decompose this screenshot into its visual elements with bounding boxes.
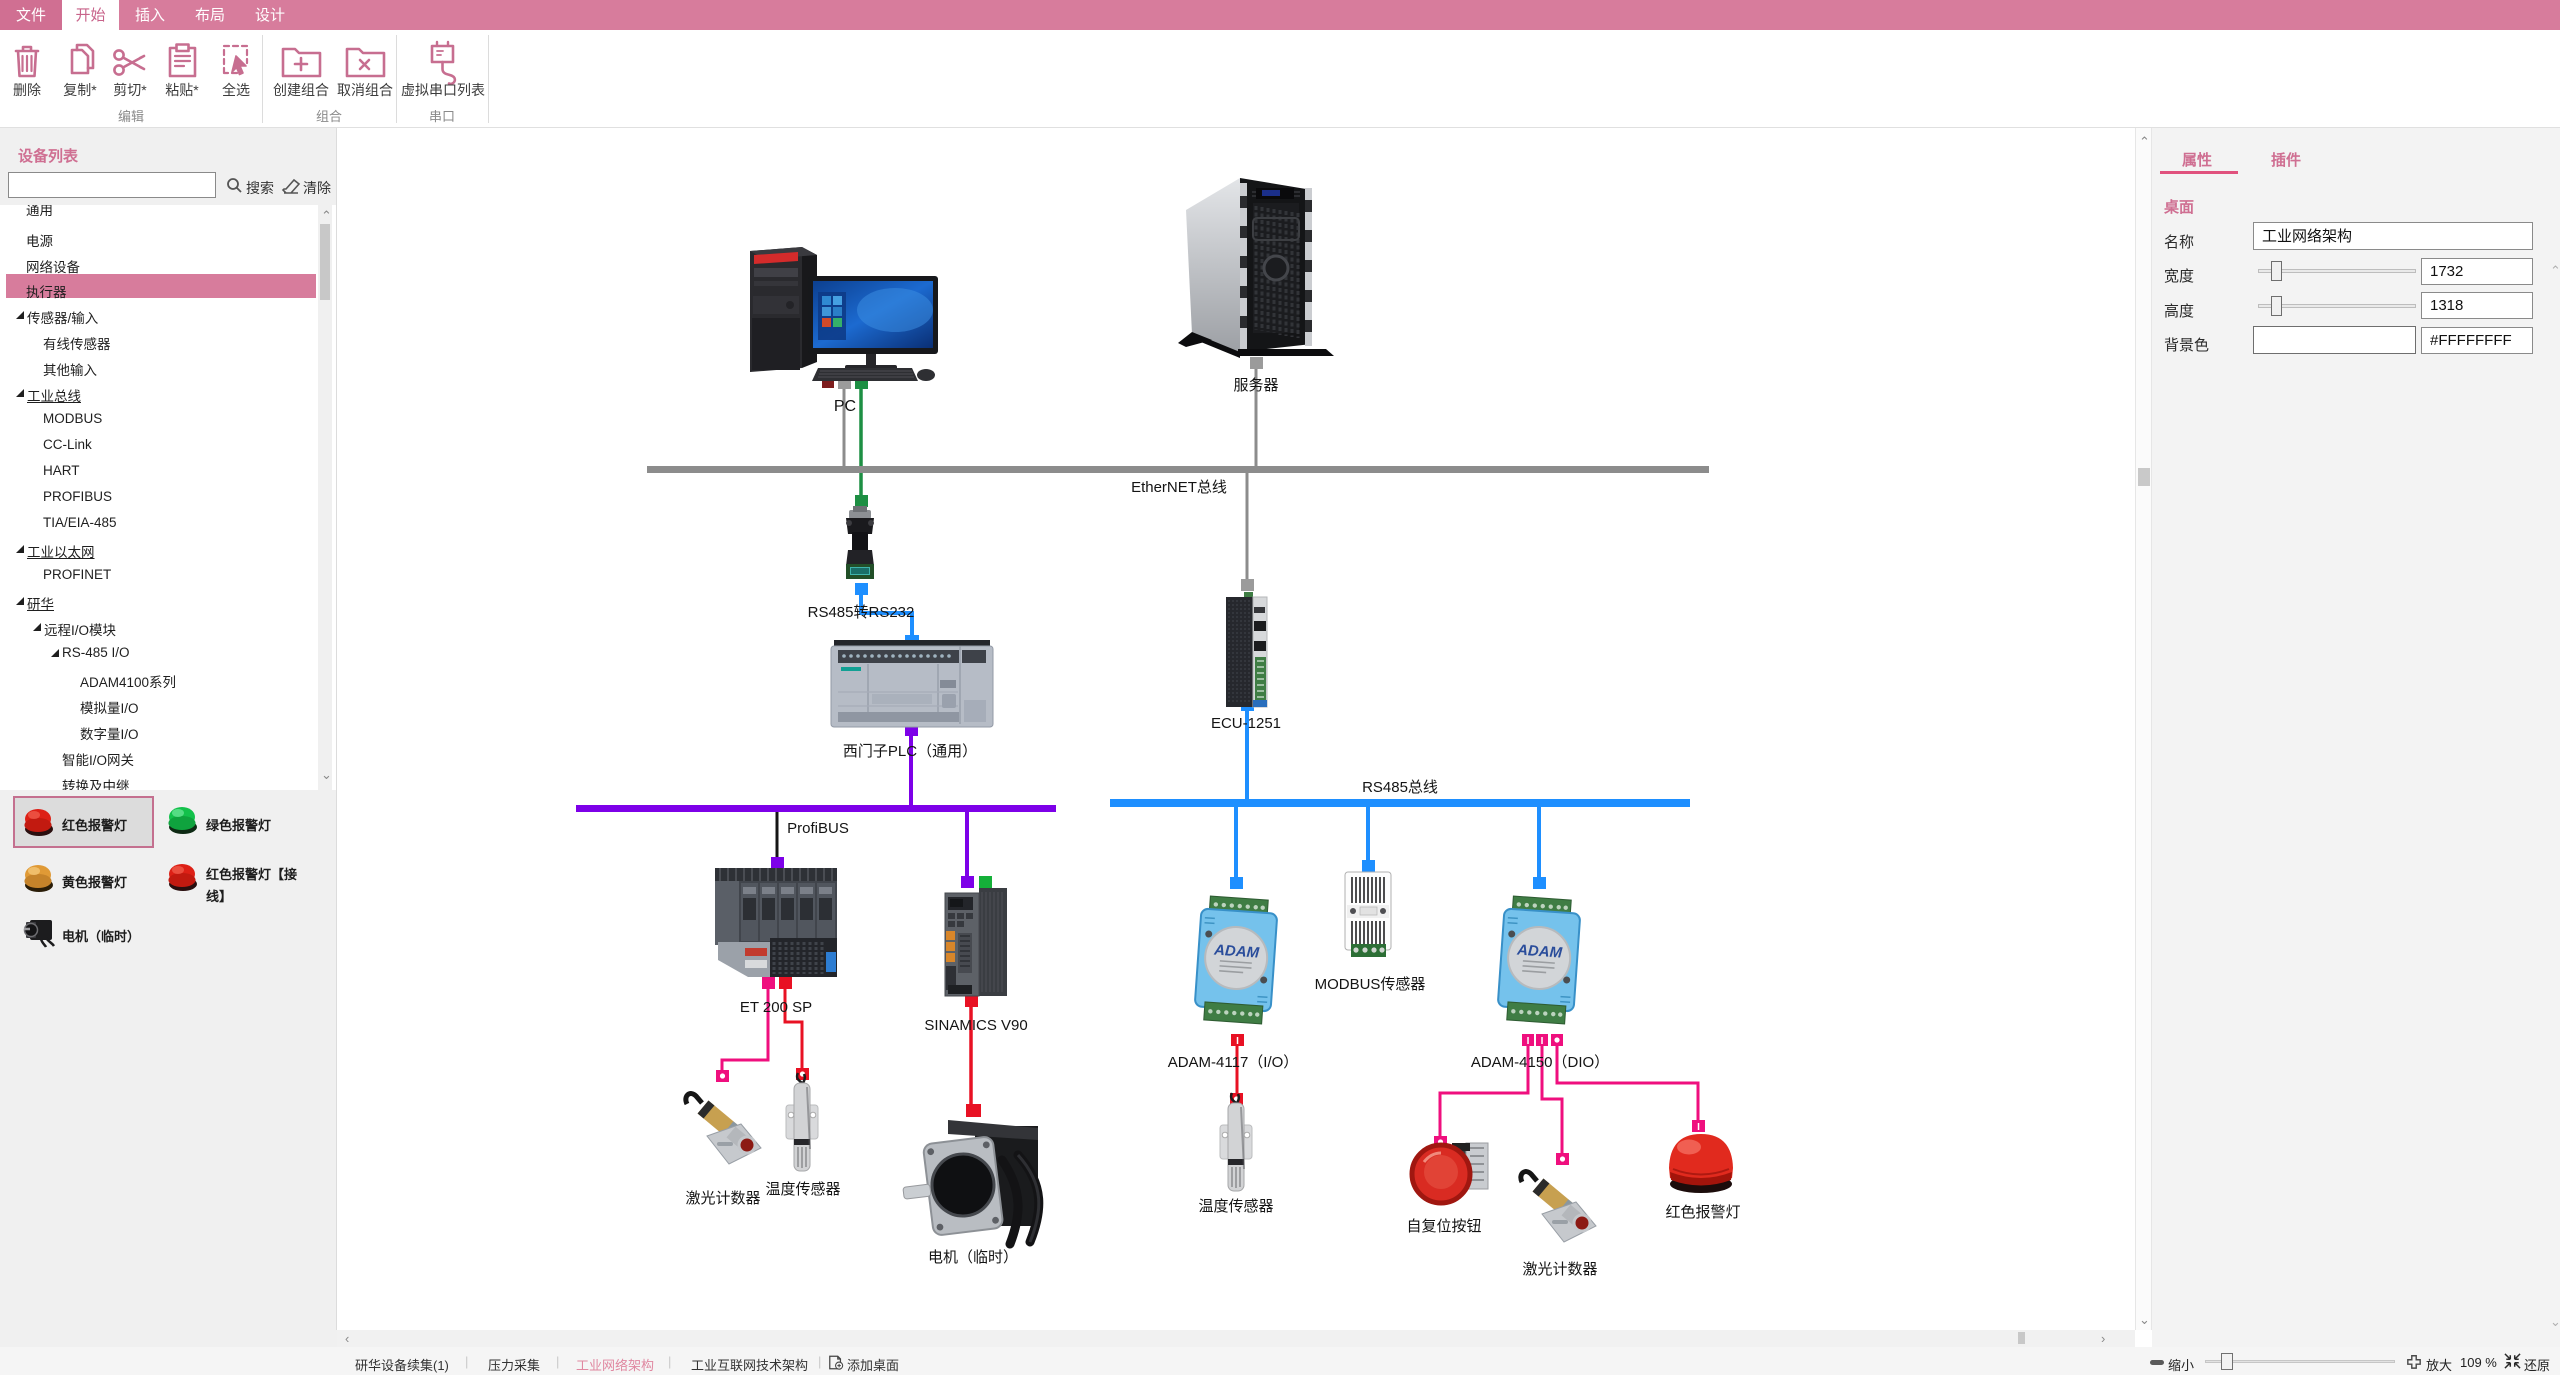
svg-text:红色报警灯: 红色报警灯 [1665,1204,1740,1221]
svg-text:ECU-1251: ECU-1251 [1211,715,1281,732]
svg-text:MODBUS传感器: MODBUS传感器 [1315,976,1426,993]
svg-text:ADAM-4117（I/O）: ADAM-4117（I/O） [1168,1054,1299,1071]
svg-text:ET 200 SP: ET 200 SP [740,999,812,1016]
svg-text:电机（临时）: 电机（临时） [928,1249,1018,1266]
svg-text:PC: PC [834,398,856,415]
svg-text:自复位按钮: 自复位按钮 [1406,1217,1481,1235]
svg-text:温度传感器: 温度传感器 [765,1181,840,1198]
svg-text:I: I [1527,1036,1530,1047]
svg-text:温度传感器: 温度传感器 [1198,1198,1273,1215]
svg-text:EtherNET总线: EtherNET总线 [1131,479,1227,496]
svg-text:I: I [1541,1036,1544,1047]
svg-text:ADAM-4150（DIO）: ADAM-4150（DIO） [1471,1054,1609,1071]
svg-text:服务器: 服务器 [1233,377,1278,394]
svg-text:西门子PLC（通用）: 西门子PLC（通用） [843,743,977,760]
svg-text:SINAMICS V90: SINAMICS V90 [924,1017,1027,1034]
svg-text:I: I [1236,1036,1239,1047]
svg-text:I: I [1697,1122,1700,1133]
svg-text:RS485转RS232: RS485转RS232 [808,604,915,621]
svg-text:激光计数器: 激光计数器 [1522,1261,1597,1278]
svg-text:ProfiBUS: ProfiBUS [787,820,849,837]
svg-text:RS485总线: RS485总线 [1362,779,1438,796]
svg-text:激光计数器: 激光计数器 [685,1190,760,1207]
